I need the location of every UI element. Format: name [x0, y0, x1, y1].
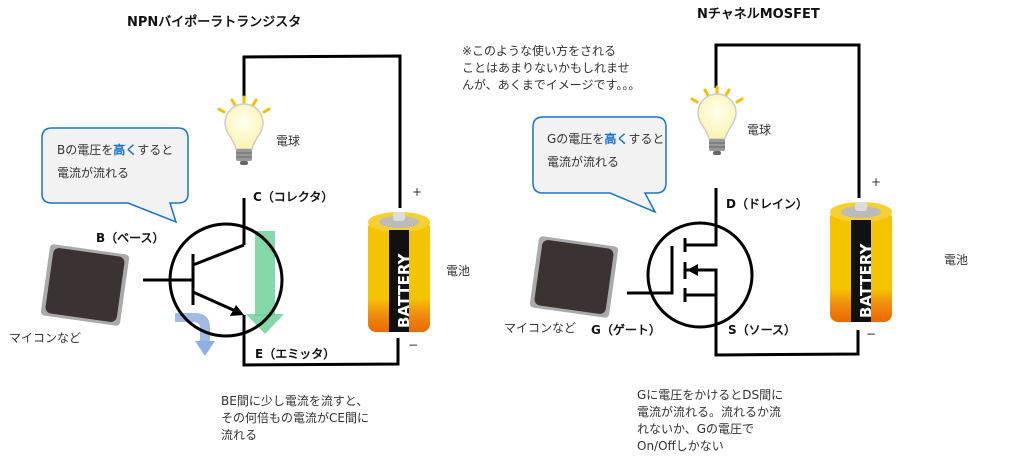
npn-wires: [242, 54, 402, 367]
bulb-label: 電球: [747, 123, 772, 137]
caption-line: その何倍もの電流がCE間に: [221, 411, 369, 425]
battery-label: 電池: [446, 264, 471, 278]
source-label: S（ソース）: [728, 323, 797, 337]
bubble-text: すると: [628, 132, 665, 146]
bubble-line-1: Gの電圧を高くすると: [547, 131, 664, 148]
emitter-label: E（エミッタ）: [255, 347, 336, 361]
bubble-highlight: 高く: [604, 132, 629, 146]
gate-label: G（ゲート）: [591, 323, 661, 337]
mosfet-title: NチャネルMOSFET: [697, 7, 820, 22]
base-label: B（ベース）: [96, 231, 165, 245]
bubble-highlight: 高く: [113, 143, 138, 157]
mosfet-symbol: [627, 221, 754, 329]
battery-label: 電池: [944, 253, 969, 267]
caption-line: On/Offしかない: [637, 439, 724, 453]
bubble-text: Gの電圧を: [547, 132, 605, 146]
note-line: んが、あくまでイメージです。。。: [462, 78, 641, 92]
npn-transistor-symbol: [143, 222, 284, 338]
lightbulb-icon: [217, 95, 271, 167]
note-line: ※このような使い方をされる: [462, 44, 617, 58]
microcontroller-chip-icon: [40, 243, 130, 327]
caption-line: れないか、Gの電圧で: [637, 422, 755, 436]
minus-terminal-label: −: [866, 327, 877, 341]
emitter-arrow-icon: [230, 305, 244, 316]
battery-label-text: BATTERY: [857, 242, 875, 318]
caption-line: 電流が流れる。流れるか流: [637, 405, 782, 419]
caption-line: Gに電圧をかけるとDS間に: [637, 388, 784, 402]
mosfet-wires: [685, 43, 861, 357]
caption-line: BE間に少し電流を流すと、: [221, 394, 369, 408]
collector-label: C（コレクタ）: [253, 190, 334, 204]
plus-terminal-label: +: [871, 175, 882, 189]
mcu-label: マイコンなど: [504, 321, 577, 335]
note-line: ことはあまりないかもしれませ: [462, 61, 630, 75]
npn-speech-bubble: [41, 127, 189, 224]
drain-label: D（ドレイン）: [726, 197, 808, 211]
bubble-text: Bの電圧を: [57, 143, 114, 157]
bubble-text: すると: [137, 143, 174, 157]
be-current-arrowhead: [195, 341, 215, 356]
plus-terminal-label: +: [412, 185, 423, 199]
caption-line: 流れる: [221, 428, 258, 442]
ce-current-arrow: [255, 231, 275, 316]
minus-terminal-label: −: [408, 338, 419, 352]
bulb-label: 電球: [276, 134, 301, 148]
battery-label-text: BATTERY: [395, 252, 413, 328]
mosfet-speech-bubble: [532, 116, 667, 214]
microcontroller-chip-icon: [529, 235, 619, 319]
lightbulb-icon: [690, 85, 744, 157]
be-current-arrow: [175, 313, 210, 342]
bubble-line-1: Bの電圧を高くすると: [57, 142, 173, 159]
bubble-line-2: 電流が流れる: [547, 155, 620, 169]
ce-current-arrowhead: [246, 314, 284, 334]
bubble-line-2: 電流が流れる: [57, 166, 130, 180]
mcu-label: マイコンなど: [9, 331, 82, 345]
npn-title: NPNバイポーラトランジスタ: [127, 15, 302, 30]
body-arrow-icon: [687, 264, 698, 276]
